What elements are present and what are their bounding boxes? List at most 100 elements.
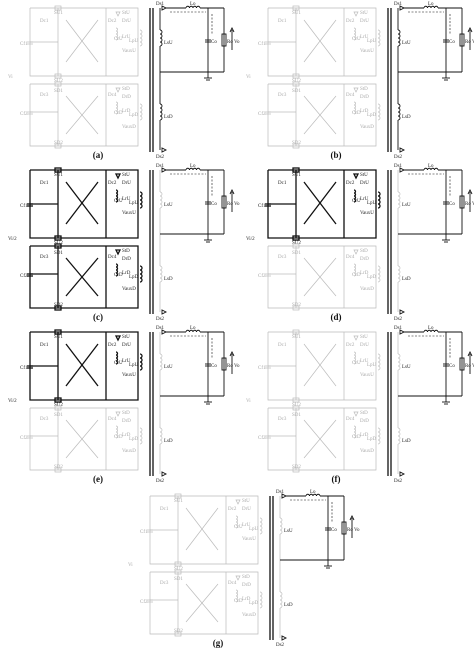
label-drd: DrD	[122, 95, 131, 100]
panel-caption: (b)	[331, 150, 342, 160]
sd2-switch	[54, 467, 62, 473]
lsu-secondary	[159, 29, 163, 47]
su2-switch	[54, 73, 62, 79]
vo-arrow-head	[467, 188, 473, 195]
lsd-secondary	[397, 427, 401, 445]
label-dc3: Dc3	[278, 93, 287, 98]
lower-cross-2	[303, 257, 337, 297]
lpd-primary	[377, 265, 381, 283]
vo-arrow-head	[349, 514, 355, 521]
ds1-diode	[161, 5, 168, 11]
label-lrd: LrD	[122, 109, 131, 114]
lsd-secondary	[159, 103, 163, 121]
cf1-capacitor	[27, 41, 33, 45]
label-lpd: LpD	[129, 113, 139, 118]
lsd-secondary	[159, 427, 163, 445]
label-lsd: LsD	[402, 115, 411, 120]
label-lpu: LpU	[367, 39, 377, 44]
ro-resistor	[459, 357, 465, 371]
label-dc3: Dc3	[40, 417, 49, 422]
label-su1: SU1	[292, 173, 301, 178]
panel-caption: (a)	[93, 150, 104, 160]
drd-diode	[235, 575, 241, 581]
label-vauxu: VauxU	[360, 49, 374, 54]
label-std: StD	[360, 411, 368, 416]
label-vauxu: VauxU	[360, 373, 374, 378]
lsd-secondary	[397, 265, 401, 283]
lsu-secondary	[397, 29, 401, 47]
label-lpu: LpU	[367, 201, 377, 206]
label-lsu: LsU	[164, 203, 173, 208]
source-label: Vi	[128, 563, 133, 568]
upper-cross-2	[65, 343, 99, 387]
label-su1: SU1	[174, 499, 183, 504]
label-ro: Ro	[465, 364, 471, 369]
lower-cell-frame	[267, 407, 377, 471]
lsd-secondary	[159, 265, 163, 283]
label-vo: Vo	[234, 364, 240, 369]
label-dc1: Dc1	[40, 19, 49, 24]
su1-switch	[54, 329, 62, 335]
label-lsu: LsU	[164, 41, 173, 46]
panel-caption: (e)	[93, 474, 103, 484]
su1-switch	[292, 5, 300, 11]
dru-diode	[353, 335, 359, 341]
label-lpd: LpD	[367, 275, 377, 280]
label-dc1: Dc1	[278, 181, 287, 186]
sd1-switch	[174, 569, 182, 575]
lower-cell-frame	[267, 83, 377, 147]
lo-inductor	[185, 5, 201, 9]
upper-cell-frame	[29, 169, 139, 239]
lpd-primary	[139, 427, 143, 445]
panel-caption: (d)	[331, 312, 342, 322]
label-vo: Vo	[472, 40, 474, 45]
lru-inductor	[353, 189, 357, 203]
label-cap_in_d: Cf2	[258, 436, 266, 441]
vo-arrow-head	[467, 26, 473, 33]
label-cap_in_d: Cf2	[258, 112, 266, 117]
label-stu: StU	[360, 335, 368, 340]
label-lo: Lo	[190, 164, 196, 169]
label-sd2: SD2	[54, 141, 63, 146]
sd1-switch	[54, 243, 62, 249]
drd-diode	[353, 411, 359, 417]
label-vauxd: VauxD	[122, 125, 136, 130]
label-lpu: LpU	[249, 527, 259, 532]
label-sd1: SD1	[292, 413, 301, 418]
lower-cross-2	[65, 257, 99, 297]
label-std: StD	[122, 87, 130, 92]
lower-cross-2	[65, 419, 99, 459]
lo-inductor	[423, 167, 439, 171]
label-sd2: SD2	[174, 629, 183, 634]
label-vauxu: VauxU	[122, 211, 136, 216]
ro-resistor	[459, 195, 465, 209]
cf2-capacitor	[27, 273, 33, 277]
label-dc4: Dc4	[346, 93, 355, 98]
label-sd2: SD2	[54, 465, 63, 470]
label-cru: CrU	[352, 361, 361, 366]
label-drd: DrD	[122, 257, 131, 262]
label-crd: CrD	[114, 435, 123, 440]
lower-cell-frame	[29, 83, 139, 147]
lsd-secondary	[397, 103, 401, 121]
ds1-diode	[399, 167, 406, 173]
cf1-capacitor	[265, 41, 271, 45]
label-su2: SU2	[54, 79, 63, 84]
ds2-diode	[281, 635, 288, 641]
label-lsu: LsU	[402, 41, 411, 46]
lru-inductor	[353, 27, 356, 41]
label-cap_in_d: Cf2	[20, 274, 28, 279]
label-su1: SU1	[54, 335, 63, 340]
vo-arrow-head	[467, 350, 473, 357]
label-lrd: LrD	[360, 433, 369, 438]
sd1-switch	[54, 81, 62, 87]
su1-switch	[54, 167, 62, 173]
lru-inductor	[115, 27, 118, 41]
label-stu: StU	[360, 11, 368, 16]
label-lo: Lo	[190, 2, 196, 7]
label-drd: DrD	[122, 419, 131, 424]
label-ds1: Ds1	[394, 2, 403, 7]
lrd-inductor	[353, 101, 356, 115]
